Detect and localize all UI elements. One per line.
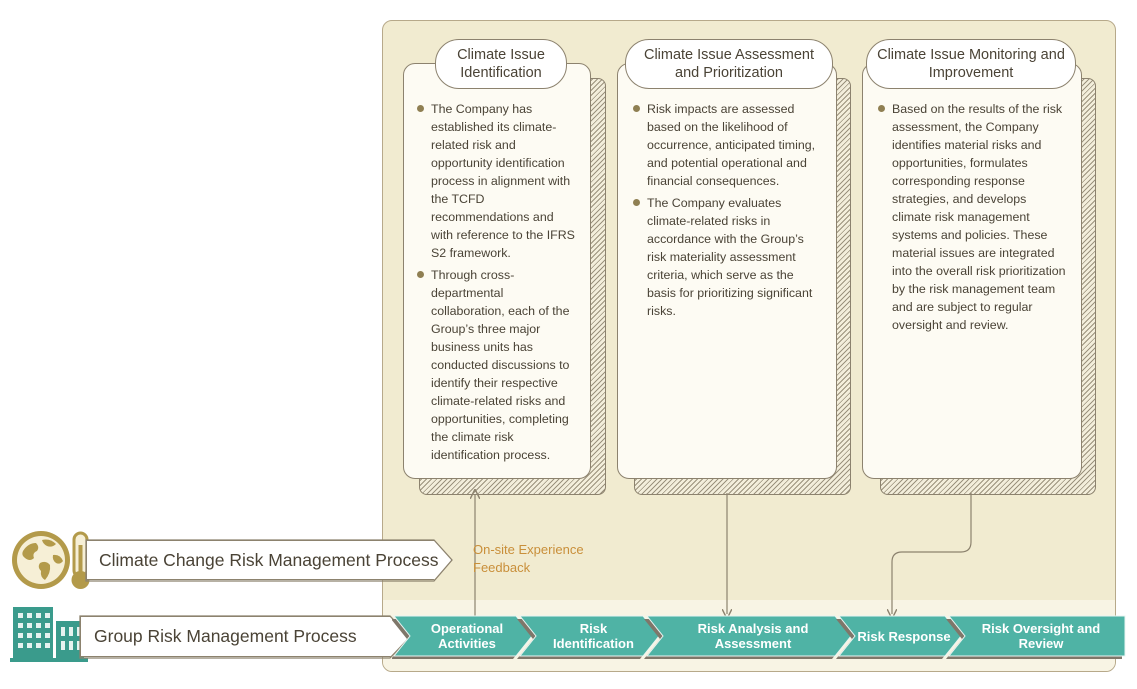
climate-process-label: Climate Change Risk Management Process (86, 540, 452, 580)
climate-process-text: Climate Change Risk Management Process (99, 549, 439, 570)
stage-bullets: The Company has established its climate-… (417, 100, 577, 468)
stage-title: Climate Issue Assessment and Prioritizat… (625, 39, 833, 89)
process-step-label: Risk Response (857, 629, 950, 644)
buildings-icon (10, 607, 88, 662)
bullet-item: The Company has established its climate-… (417, 100, 577, 262)
group-process-text: Group Risk Management Process (94, 626, 357, 646)
stage-title: Climate Issue Monitoring and Improvement (866, 39, 1076, 89)
feedback-label: On-site Experience Feedback (473, 542, 584, 575)
bullet-item: Based on the results of the risk assessm… (878, 100, 1068, 334)
stage-title: Climate Issue Identification (435, 39, 567, 89)
bullet-item: Risk impacts are assessed based on the l… (633, 100, 823, 190)
group-process-label: Group Risk Management Process (80, 616, 410, 657)
bullet-item: The Company evaluates climate-related ri… (633, 194, 823, 320)
process-step: Risk Response (836, 615, 962, 659)
stage-bullets: Risk impacts are assessed based on the l… (633, 100, 823, 324)
bullet-item: Through cross-departmental collaboration… (417, 266, 577, 464)
stage-bullets: Based on the results of the risk assessm… (878, 100, 1068, 338)
globe-thermometer-icon (12, 531, 90, 589)
